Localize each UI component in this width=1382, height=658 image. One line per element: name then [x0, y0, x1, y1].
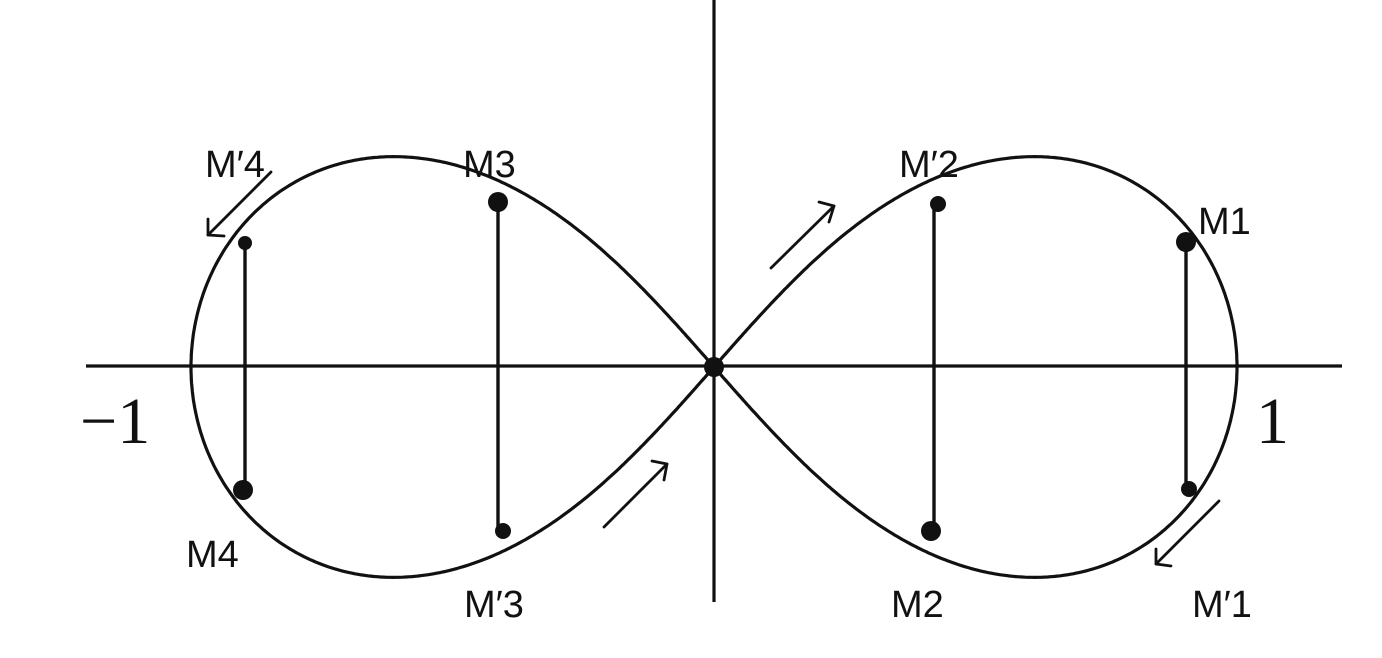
arrow-upper-right [769, 200, 836, 270]
point-m2prime [930, 196, 946, 212]
point-m1prime [1181, 481, 1197, 497]
label-m4prime: M′4 [205, 144, 265, 186]
point-origin [704, 357, 724, 377]
point-m3 [488, 192, 508, 212]
point-m1 [1176, 232, 1196, 252]
point-m3prime [495, 523, 511, 539]
label-m2: M2 [891, 584, 944, 626]
arrow-upper-left [206, 170, 273, 238]
tick-label-one: 1 [1256, 385, 1289, 458]
label-m4: M4 [186, 534, 239, 576]
arrow-lower-right [1154, 499, 1221, 568]
lemniscate-curve [189, 155, 1239, 579]
arrow-lower-left-center [602, 459, 669, 529]
point-m4 [233, 480, 253, 500]
tick-label-minus-one: −1 [80, 385, 150, 458]
label-m3prime: M′3 [464, 584, 524, 626]
label-m2prime: M′2 [899, 144, 959, 186]
point-m2 [921, 521, 941, 541]
label-m1prime: M′1 [1192, 584, 1252, 626]
point-m4prime [238, 236, 252, 250]
label-m1: M1 [1198, 201, 1251, 243]
label-m3: M3 [463, 144, 516, 186]
